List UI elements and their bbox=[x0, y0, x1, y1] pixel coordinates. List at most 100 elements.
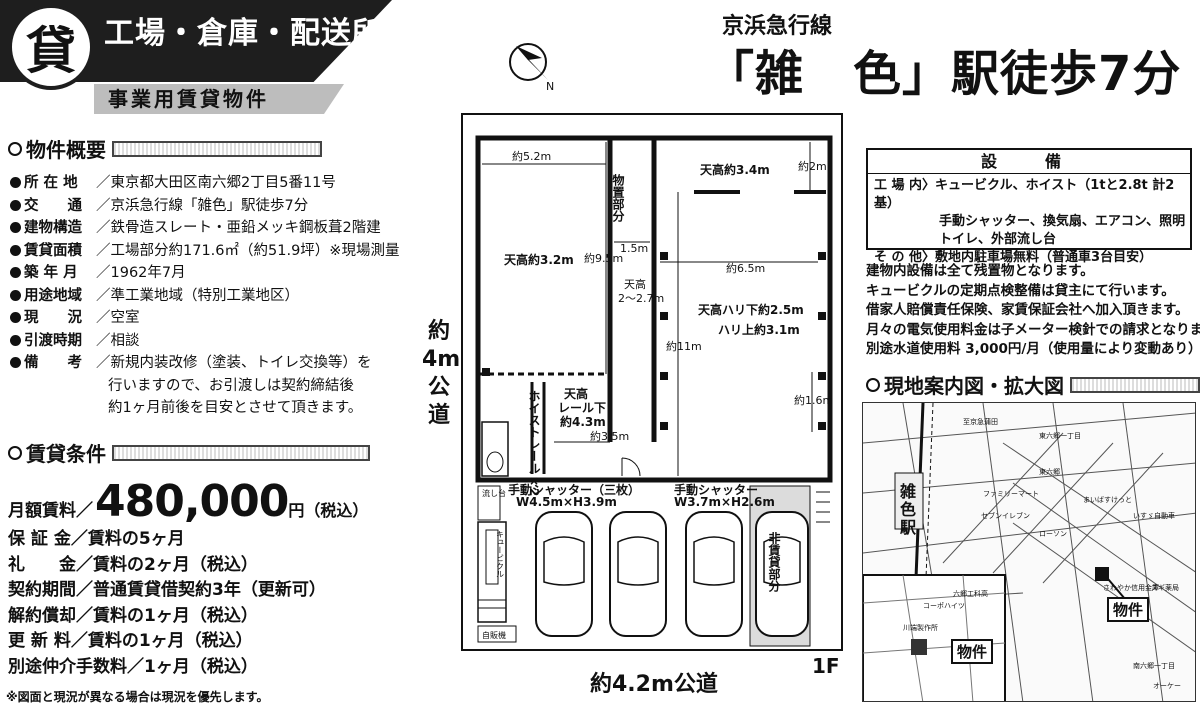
notes: 建物内設備は全て残置物となります。 キュービクルの定期点検整備は貸主にて行います… bbox=[866, 262, 1200, 360]
ceiling-label: 2〜2.7m bbox=[618, 292, 664, 305]
rent-unit: 円（税込） bbox=[288, 501, 369, 520]
overview-heading: 物件概要 bbox=[8, 134, 322, 163]
dim-label: 約6.5m bbox=[726, 261, 765, 275]
rail-label: 天高 bbox=[564, 386, 588, 401]
bullet-icon bbox=[10, 289, 21, 301]
station-access: 「雑 色」駅徒歩7分 bbox=[706, 46, 1182, 102]
cubicle-label: キュービクル bbox=[496, 530, 505, 578]
map-label: 東六郷一丁目 bbox=[1039, 432, 1081, 440]
hoist-label: ホイストレール×2 bbox=[527, 390, 541, 497]
list-item: 賃貸面積／工場部分約171.6㎡（約51.9坪）※現場測量 bbox=[10, 240, 399, 263]
overview-heading-text: 物件概要 bbox=[26, 138, 106, 162]
list-item: 備 考／新規内装改修（塗装、トイレ交換等）を bbox=[10, 352, 399, 375]
station-block bbox=[894, 472, 924, 530]
remarks-line: 約1ヶ月前後を目安とさせて頂きます。 bbox=[108, 400, 363, 416]
map-label: 六郷工科高 bbox=[953, 590, 988, 598]
terms-heading-text: 賃貸条件 bbox=[26, 442, 106, 466]
dim-label: 約3.5m bbox=[590, 429, 629, 443]
map-label: さわやか信用金庫 bbox=[1103, 584, 1159, 592]
vending-label: 自販機 bbox=[482, 630, 506, 640]
rail-label: 約4.3m bbox=[560, 414, 606, 429]
shutter-size: W4.5m×H3.9m bbox=[516, 495, 617, 509]
map-label: ファミリーマート bbox=[983, 490, 1039, 498]
heading-bar bbox=[112, 140, 322, 157]
list-item: 現 況／空室 bbox=[10, 307, 399, 330]
note-line: 別途水道使用料 3,000円/月（使用量により変動あり） bbox=[866, 341, 1200, 357]
page-subtitle: 事業用賃貸物件 bbox=[94, 84, 344, 114]
map-label: 東六郷 bbox=[1039, 468, 1060, 476]
dim-label: 約1.6m bbox=[794, 393, 833, 407]
bullet-icon bbox=[10, 222, 21, 233]
station-label: 雑色駅 bbox=[899, 482, 916, 537]
parked-cars bbox=[535, 511, 809, 637]
map-label: 南六郷一丁目 bbox=[1133, 662, 1175, 670]
road-label-front: 約4.2m公道 bbox=[590, 672, 718, 697]
list-item: 所 在 地／東京都大田区南六郷2丁目5番11号 bbox=[10, 172, 399, 195]
terms-list: 月額賃料／ 480,000 円（税込） 保 証 金／賃料の5ヶ月 礼 金／賃料の… bbox=[8, 476, 368, 680]
rent-badge: 貸 bbox=[8, 4, 94, 90]
north-label: N bbox=[546, 80, 554, 93]
ceiling-label: ハリ上約3.1m bbox=[718, 322, 800, 337]
terms-heading: 賃貸条件 bbox=[8, 438, 370, 467]
dim-label: 約11m bbox=[666, 339, 702, 353]
heading-bar bbox=[1070, 376, 1200, 393]
list-item: 別途仲介手数料／1ヶ月（税込） bbox=[8, 656, 258, 677]
note-line: キュービクルの定期点検整備は貸主にて行います。 bbox=[866, 282, 1175, 299]
note-line: 借家人賠償責任保険、家賃保証会社へ加入頂きます。 bbox=[866, 302, 1189, 318]
list-item: 契約期間／普通賃貸借契約3年（更新可） bbox=[8, 580, 326, 600]
map-label: セブンイレブン bbox=[981, 512, 1030, 520]
circle-icon bbox=[8, 445, 22, 460]
floor-plan: 約5.2m 物置部分 天高約3.4m 約2m 天高約3.2m 約9.5m 1.5… bbox=[461, 113, 843, 651]
property-label-inset: 物件 bbox=[951, 639, 994, 664]
equipment-row: 工 場 内〉キュービクル、ホイスト（1tと2.8t 計2基） bbox=[874, 178, 1175, 211]
circle-icon bbox=[866, 377, 880, 392]
train-line: 京浜急行線 bbox=[722, 14, 833, 39]
list-item: 更 新 料／賃料の1ヶ月（税込） bbox=[8, 631, 253, 651]
ceiling-label: 天高 bbox=[624, 277, 646, 291]
property-marker bbox=[911, 639, 927, 655]
equipment-row: そ の 他〉敷地内駐車場無料（普通車3台目安） bbox=[874, 250, 1153, 265]
bullet-icon bbox=[10, 267, 21, 278]
map-label: オーケー bbox=[1153, 682, 1181, 690]
storage-label: 物置部分 bbox=[611, 173, 625, 223]
sink-label: 流し台 bbox=[482, 488, 506, 498]
bullet-icon bbox=[10, 199, 21, 211]
dim-label: 約5.2m bbox=[512, 149, 551, 163]
north-arrow-icon: N bbox=[509, 43, 554, 93]
ceiling-label: 天高ハリ下約2.5m bbox=[698, 302, 804, 317]
heading-bar bbox=[112, 444, 370, 461]
list-item: 建物構造／鉄骨造スレート・亜鉛メッキ鋼板葺2階建 bbox=[10, 217, 399, 240]
overview-list: 所 在 地／東京都大田区南六郷2丁目5番11号 交 通／京浜急行線「雑色」駅徒歩… bbox=[10, 172, 399, 420]
shutter-label: 手動シャッター（三枚） bbox=[508, 482, 640, 497]
map-label: ローソン bbox=[1039, 530, 1067, 538]
footnote: ※図面と現況が異なる場合は現況を優先します。 bbox=[6, 690, 269, 704]
property-label: 物件 bbox=[1107, 597, 1150, 622]
note-line: 建物内設備は全て残置物となります。 bbox=[866, 263, 1094, 279]
dim-label: 約9.5m bbox=[584, 251, 623, 265]
bullet-icon bbox=[10, 357, 21, 368]
list-item: 築 年 月／1962年7月 bbox=[10, 262, 399, 285]
list-item: 交 通／京浜急行線「雑色」駅徒歩7分 bbox=[10, 195, 399, 218]
map-label: スギ薬局 bbox=[1151, 584, 1179, 592]
map-heading-text: 現地案内図・拡大図 bbox=[884, 374, 1064, 398]
rent-row: 月額賃料／ 480,000 円（税込） bbox=[8, 476, 368, 527]
ceiling-label: 天高約3.4m bbox=[700, 162, 770, 177]
rail-label: レール下 bbox=[558, 401, 606, 415]
lot-boundary bbox=[461, 113, 843, 651]
map-label: 至京急蒲田 bbox=[963, 418, 998, 426]
page-title: 工場・倉庫・配送所 bbox=[104, 16, 383, 51]
road-label-side: 約4m公道 bbox=[422, 319, 461, 428]
remarks-line: 行いますので、お引渡しは契約締結後 bbox=[108, 377, 354, 394]
location-map: 雑色駅 物件 物件 至京急蒲田 東六郷一丁目 ファミリーマート セブンイレブン … bbox=[862, 402, 1196, 702]
dim-label: 1.5m bbox=[620, 242, 648, 255]
badge-text: 貸 bbox=[26, 22, 76, 80]
equipment-row: トイレ、外部流し台 bbox=[874, 232, 1057, 247]
rent-value: 480,000 bbox=[95, 476, 289, 527]
dim-label: 約2m bbox=[798, 159, 827, 173]
map-heading: 現地案内図・拡大図 bbox=[866, 370, 1200, 399]
equipment-title: 設 備 bbox=[868, 150, 1190, 174]
shutter-label: 手動シャッター bbox=[674, 482, 758, 497]
list-item: 礼 金／賃料の2ヶ月（税込） bbox=[8, 554, 258, 575]
bullet-icon bbox=[10, 177, 21, 188]
shutter-size: W3.7m×H2.6m bbox=[674, 495, 775, 509]
